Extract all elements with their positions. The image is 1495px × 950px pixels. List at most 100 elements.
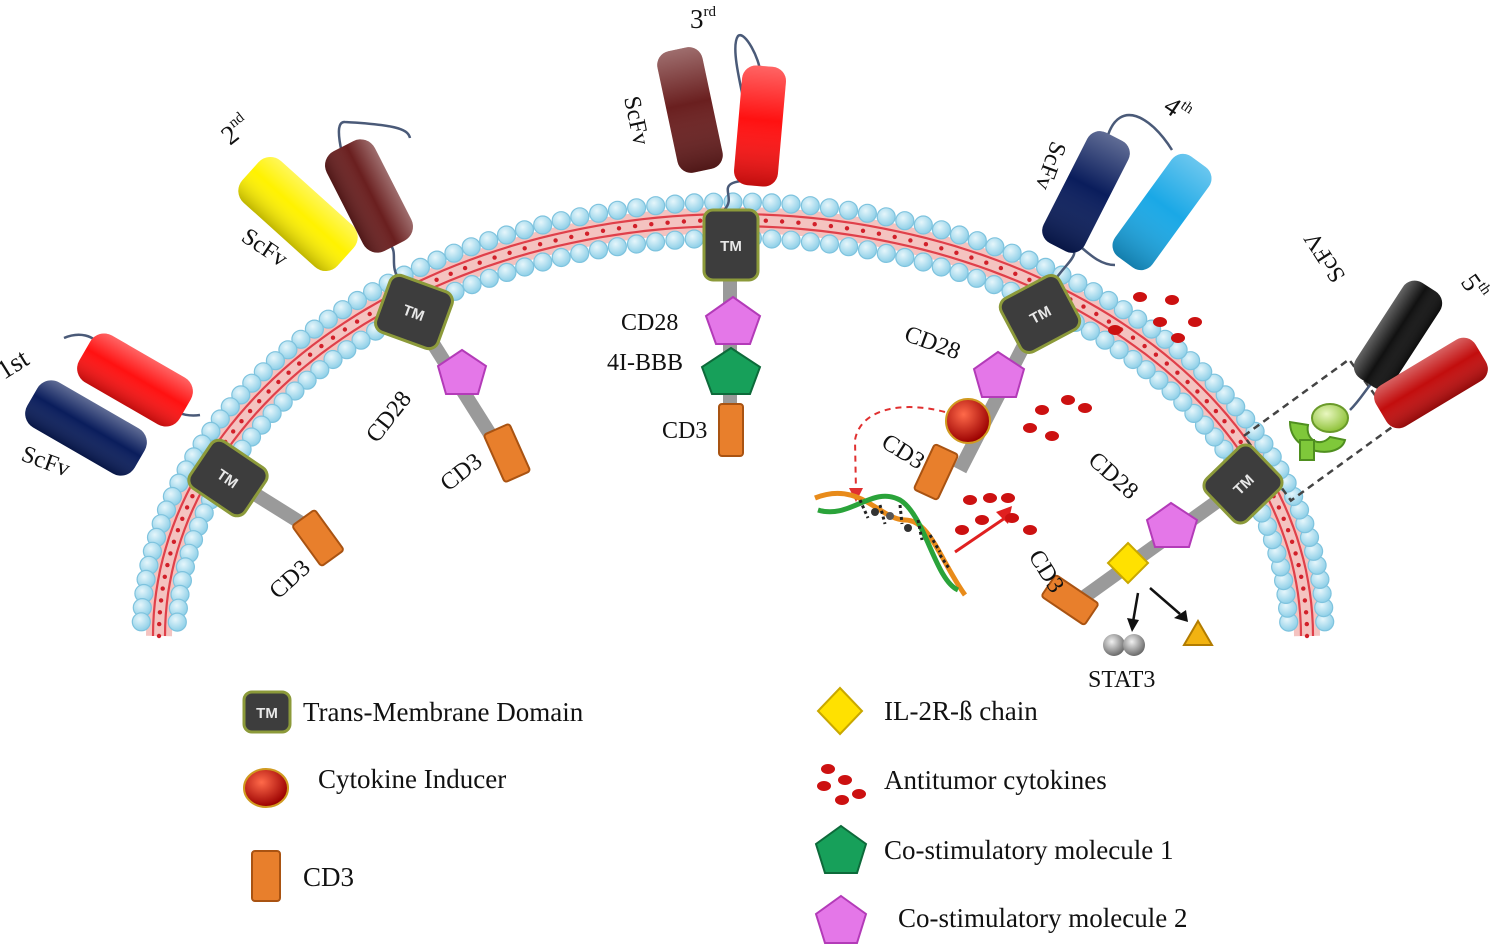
lipid-head <box>626 234 647 254</box>
lipid-tail <box>180 516 185 521</box>
il2r-symbol <box>816 686 864 736</box>
cytokine-dot <box>1061 395 1075 405</box>
lipid-tail <box>162 574 167 579</box>
cd3-domain <box>913 443 959 501</box>
lipid-tail <box>984 260 989 265</box>
lipid-tail <box>1142 343 1147 349</box>
lipid-tail <box>892 234 897 240</box>
lipid-tail <box>998 265 1004 271</box>
generation-3: TM 3rd ScFv CD28 4I-BBB CD3 <box>607 4 786 457</box>
lipid-head <box>588 240 609 260</box>
lipid-tail <box>257 399 262 404</box>
legend-label: IL-2R-ß chain <box>884 696 1038 726</box>
legend: TM Trans-Membrane Domain Cytokine Induce… <box>242 686 1187 944</box>
inducer-arrow <box>853 406 946 493</box>
lipid-tail <box>763 218 768 223</box>
lipid-tail <box>168 551 173 556</box>
lipid-head <box>462 275 482 295</box>
lipid-tail <box>1304 633 1310 639</box>
cytokine-dots-symbol <box>817 764 866 805</box>
lipid-tail <box>876 231 882 236</box>
lipid-head <box>265 351 285 371</box>
scfv-heavy-chain <box>734 65 786 187</box>
lipid-tail <box>969 255 974 260</box>
lipid-tail <box>184 505 190 510</box>
lipid-head <box>607 237 628 257</box>
legend-item-cytokines: Antitumor cytokines <box>817 764 1107 805</box>
generation-label: 4th <box>1159 90 1197 129</box>
lipid-tail <box>342 327 348 332</box>
lipid-tail <box>247 408 253 414</box>
lipid-head <box>895 247 915 268</box>
costim-2-pentagon <box>436 348 488 395</box>
lipid-head <box>857 203 878 223</box>
lipid-tail <box>522 246 527 251</box>
lipid-tail <box>297 361 302 366</box>
lipid-head <box>1035 257 1056 277</box>
lipid-tail <box>1299 574 1304 579</box>
lipid-head <box>285 381 305 401</box>
lipid-head <box>819 198 840 218</box>
lipid-tail <box>1195 389 1200 394</box>
lipid-head <box>913 215 933 235</box>
lipid-head <box>800 196 820 216</box>
lipid-tail <box>1153 352 1159 357</box>
lipid-head <box>1002 243 1022 263</box>
cd3-domain <box>483 423 531 483</box>
cd3-label: CD3 <box>877 429 929 475</box>
lipid-tail <box>1081 304 1086 309</box>
lipid-head <box>461 237 481 257</box>
lipid-head <box>1083 282 1104 302</box>
lipid-head <box>496 225 517 245</box>
lipid-head <box>857 240 878 260</box>
lipid-head <box>684 229 704 249</box>
scfv-heavy-chain <box>1112 153 1212 271</box>
lipid-head <box>781 194 801 214</box>
lipid-tail <box>286 370 291 375</box>
lipid-tail <box>276 379 281 385</box>
cytokine-dot <box>1005 513 1019 523</box>
lipid-tail <box>569 234 574 240</box>
il2r-diamond <box>1106 541 1150 585</box>
cytokine-dot <box>1023 525 1037 535</box>
tm-domain: TM <box>1202 443 1284 525</box>
lipid-tail <box>462 265 468 271</box>
lipid-head <box>351 330 371 350</box>
lipid-head <box>684 193 704 213</box>
lipid-head <box>819 234 840 254</box>
lipid-head <box>323 349 343 370</box>
generation-label: 3rd <box>690 4 716 34</box>
lipid-tail <box>828 223 834 229</box>
lipid-head <box>876 207 896 227</box>
lipid-tail <box>434 277 439 282</box>
tm-domain: TM <box>998 274 1082 354</box>
lipid-head <box>1173 392 1193 412</box>
scfv-label: ScFv <box>618 94 654 148</box>
lipid-tail <box>367 311 372 317</box>
lipid-tail <box>553 238 558 243</box>
lipid-tail <box>1293 551 1298 556</box>
lipid-head <box>1123 349 1143 370</box>
cd3-symbol <box>251 850 281 902</box>
cd3-domain <box>1041 574 1099 626</box>
lipid-tail <box>307 352 313 357</box>
lipid-tail <box>190 494 195 499</box>
lipid-tail <box>649 222 654 227</box>
lipid-tail <box>156 633 162 639</box>
lipid-tail <box>231 429 236 434</box>
lipid-head <box>1128 309 1148 329</box>
stat3-ball <box>1103 634 1125 656</box>
cytokine-dot <box>955 525 969 535</box>
lipid-head <box>985 237 1005 257</box>
scfv-label: ScFV <box>1299 226 1351 287</box>
signal-triangle <box>1182 619 1214 646</box>
receptor-ligand <box>1288 403 1349 461</box>
scfv-light-chain <box>25 380 147 476</box>
cytokine-dot <box>1001 493 1015 503</box>
lipid-tail <box>1303 610 1309 615</box>
lipid-head <box>551 211 571 231</box>
cd3-domain <box>292 509 344 567</box>
lipid-head <box>479 231 499 251</box>
lipid-head <box>646 196 666 216</box>
